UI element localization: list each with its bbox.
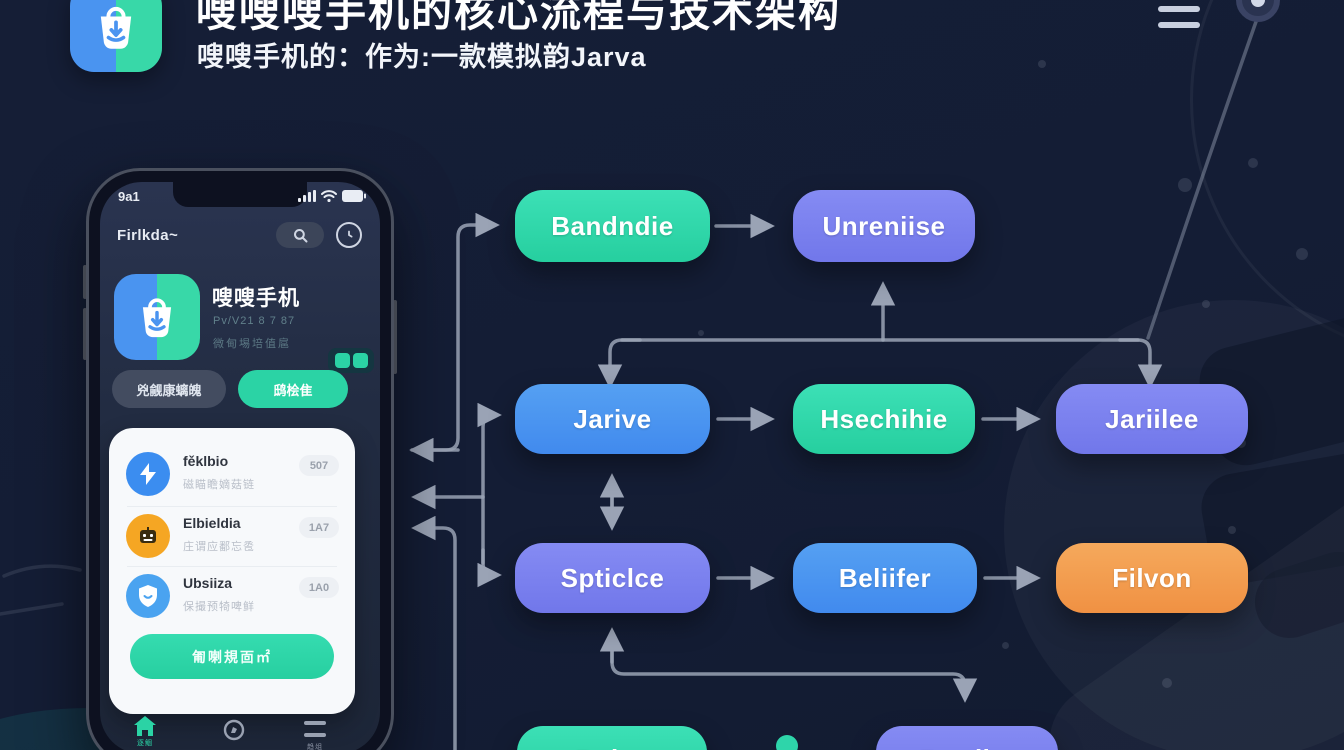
list-item-subtitle: 庄谓应鄱忘卺 xyxy=(183,541,255,553)
phone-notch xyxy=(173,182,307,207)
shield-icon xyxy=(126,574,170,618)
status-icons xyxy=(298,190,366,202)
phone-app-logo-icon xyxy=(114,274,200,360)
flow-box-filvon[interactable]: Filvon xyxy=(1056,543,1248,613)
list-item-title: Ubsiiza xyxy=(183,575,233,591)
flow-mini-node xyxy=(776,735,798,750)
flow-box-spticlce[interactable]: Spticlce xyxy=(515,543,710,613)
divider xyxy=(127,506,337,507)
wifi-icon xyxy=(321,190,337,202)
bolt-icon xyxy=(126,452,170,496)
list-item[interactable]: Elbieldia 庄谓应鄱忘卺 1A7 xyxy=(109,508,355,566)
phone-volume-button xyxy=(83,265,87,299)
search-icon[interactable] xyxy=(276,222,324,248)
robot-icon xyxy=(126,514,170,558)
list-item-subtitle: 磁瞄瞻嫡菇链 xyxy=(183,479,255,491)
hamburger-menu-icon[interactable] xyxy=(1158,0,1200,34)
battery-icon xyxy=(342,190,366,202)
tab-home-label: 逐鯝 xyxy=(137,740,153,747)
bg-dot xyxy=(1296,248,1308,260)
bg-dot xyxy=(698,330,704,336)
bg-dot xyxy=(1228,526,1236,534)
explore-icon xyxy=(223,719,245,741)
tab-menu[interactable]: 趋俎 xyxy=(304,718,326,750)
phone-tabbar: 逐鯝 趋俎 xyxy=(100,716,380,750)
status-time: 9a1 xyxy=(118,189,140,204)
cta-button[interactable]: 匍喇規靣㎡ xyxy=(130,634,334,679)
list-item-badge: 1A7 xyxy=(299,517,339,538)
phone-screen: 9a1 Firlkda~ xyxy=(100,182,380,750)
flow-box-bottom-left[interactable]: Bulae xyxy=(517,726,707,750)
primary-button[interactable]: 鸱桧隹 xyxy=(238,370,348,408)
bg-dot xyxy=(1202,300,1210,308)
flow-box-unreniise[interactable]: Unreniise xyxy=(793,190,975,262)
flow-box-bottom-right[interactable]: Berrilte xyxy=(876,726,1058,750)
secondary-button[interactable]: 兇觎康螭魄 xyxy=(112,370,226,408)
toggle-switch[interactable] xyxy=(328,348,374,373)
tab-explore[interactable] xyxy=(222,718,246,742)
tab-home[interactable]: 逐鯝 xyxy=(134,716,156,748)
signal-icon xyxy=(298,190,316,202)
list-item-badge: 1A0 xyxy=(299,577,339,598)
divider xyxy=(127,566,337,567)
phone-mockup: 9a1 Firlkda~ xyxy=(86,168,394,750)
bg-dot xyxy=(1002,642,1009,649)
phone-volume-button xyxy=(83,308,87,360)
bg-dot xyxy=(1162,678,1172,688)
page-title: 嗖嗖嗖手机的核心流程与技术架构 xyxy=(196,0,841,35)
home-icon xyxy=(134,716,156,736)
node-circle-icon xyxy=(1236,0,1280,22)
list-item-subtitle: 保撮预犄啤鲜 xyxy=(183,601,255,613)
clock-icon[interactable] xyxy=(336,222,362,248)
flow-box-bandndie[interactable]: Bandndie xyxy=(515,190,710,262)
flow-box-hsechihie[interactable]: Hsechihie xyxy=(793,384,975,454)
phone-nav-title: Firlkda~ xyxy=(117,227,179,244)
list-item[interactable]: Ubsiiza 保撮预犄啤鲜 1A0 xyxy=(109,568,355,626)
flow-box-beliifer[interactable]: Beliifer xyxy=(793,543,977,613)
page-subtitle: 嗖嗖手机的：作为:一款模拟韵Jarva xyxy=(197,42,647,72)
app-list-card: fěklbio 磁瞄瞻嫡菇链 507 E xyxy=(109,428,355,714)
flow-box-jariilee[interactable]: Jariilee xyxy=(1056,384,1248,454)
list-item-title: fěklbio xyxy=(183,453,229,469)
list-item[interactable]: fěklbio 磁瞄瞻嫡菇链 507 xyxy=(109,446,355,504)
list-item-badge: 507 xyxy=(299,455,339,476)
phone-app-version: Pv/V21 8 7 87 xyxy=(213,315,296,327)
phone-power-button xyxy=(393,300,397,374)
phone-app-tags: 微甸埸培值扈 xyxy=(213,338,291,350)
tab-menu-label: 趋俎 xyxy=(307,744,323,750)
bg-dot xyxy=(1038,60,1046,68)
list-item-title: Elbieldia xyxy=(183,515,241,531)
flow-box-jarive[interactable]: Jarive xyxy=(515,384,710,454)
bg-dot xyxy=(1178,178,1192,192)
app-logo-icon xyxy=(70,0,162,72)
phone-app-name: 嗖嗖手机 xyxy=(212,287,300,310)
bg-dot xyxy=(1248,158,1258,168)
